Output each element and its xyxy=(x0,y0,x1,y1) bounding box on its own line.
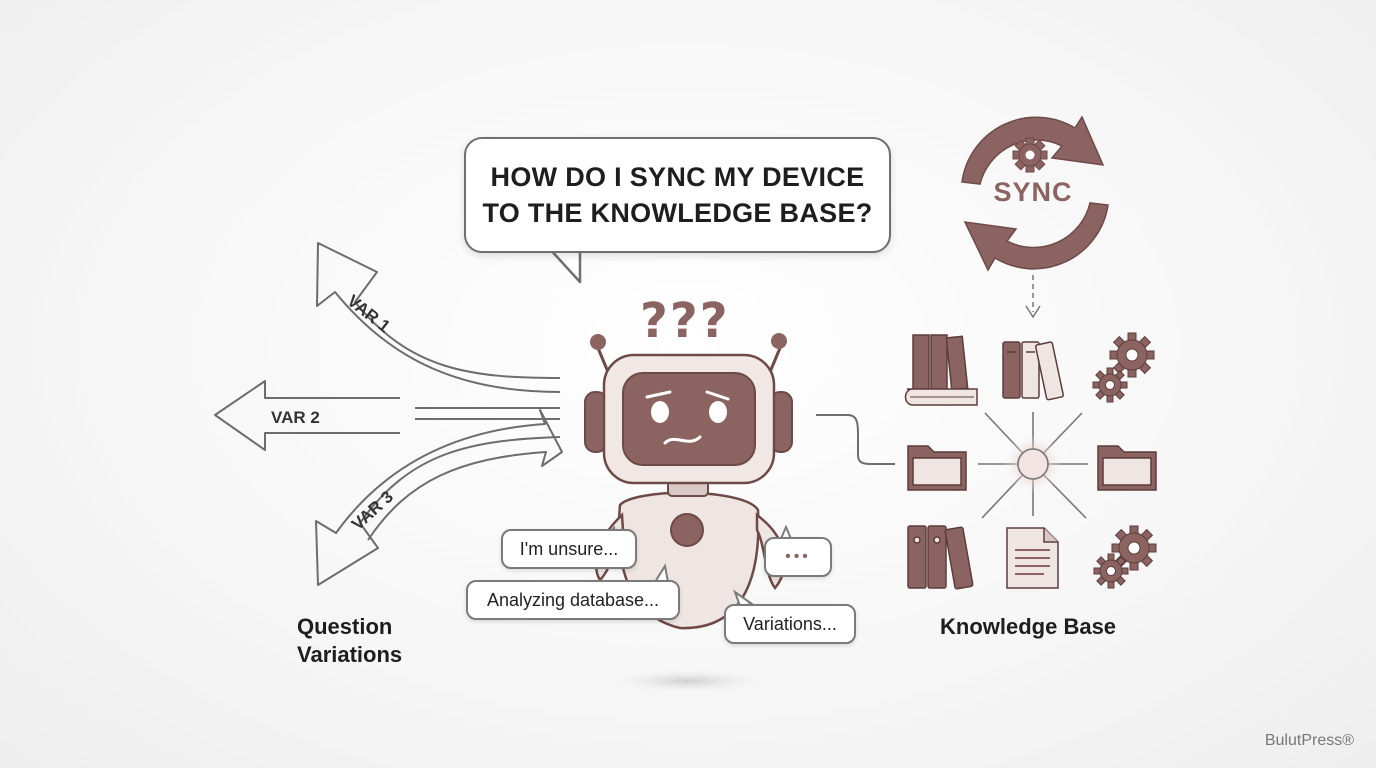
question-variations-title: Question Variations xyxy=(297,613,402,669)
question-variations-line-2: Variations xyxy=(297,642,403,667)
unsure-bubble: I'm unsure... xyxy=(501,529,637,569)
variations-bubble: Variations... xyxy=(724,604,856,644)
question-line-2: TO THE KNOWLEDGE BASE? xyxy=(482,198,873,228)
ellipsis-bubble: ••• xyxy=(764,537,832,577)
speech-bubble-tail xyxy=(547,246,582,284)
sync-gear-icon xyxy=(1012,137,1048,173)
sync-cycle-icon xyxy=(961,115,1109,272)
sync-label: SYNC xyxy=(993,177,1072,207)
gears-icon xyxy=(1092,332,1155,403)
kb-hub xyxy=(978,412,1088,519)
var1-label: VAR 1 xyxy=(344,291,394,336)
knowledge-base-title: Knowledge Base xyxy=(940,614,1117,639)
folder-icon xyxy=(1097,445,1157,491)
binders-icon xyxy=(1002,341,1065,401)
robot-thinking-marks: ??? xyxy=(640,293,730,349)
var2-label: VAR 2 xyxy=(271,408,320,427)
books-icon xyxy=(904,334,978,406)
document-icon xyxy=(1006,527,1059,589)
binders-icon xyxy=(907,525,974,590)
question-speech-bubble: HOW DO I SYNC MY DEVICE TO THE KNOWLEDGE… xyxy=(464,137,891,253)
question-variations-line-1: Question xyxy=(297,614,393,639)
watermark: BulutPress® xyxy=(1264,732,1354,749)
var2-arrow xyxy=(214,380,400,451)
var3-arrow xyxy=(315,409,563,586)
robot-chest-button xyxy=(670,513,704,547)
folder-icon xyxy=(907,445,967,491)
question-line-1: HOW DO I SYNC MY DEVICE xyxy=(490,162,865,192)
variation-arrows xyxy=(214,242,563,586)
gears-icon xyxy=(1093,525,1157,589)
var1-arrow xyxy=(316,242,561,393)
analyzing-bubble: Analyzing database... xyxy=(466,580,680,620)
robot-kb-connector xyxy=(816,414,895,465)
robot-shadow xyxy=(613,670,763,692)
robot-face-screen xyxy=(622,372,756,466)
